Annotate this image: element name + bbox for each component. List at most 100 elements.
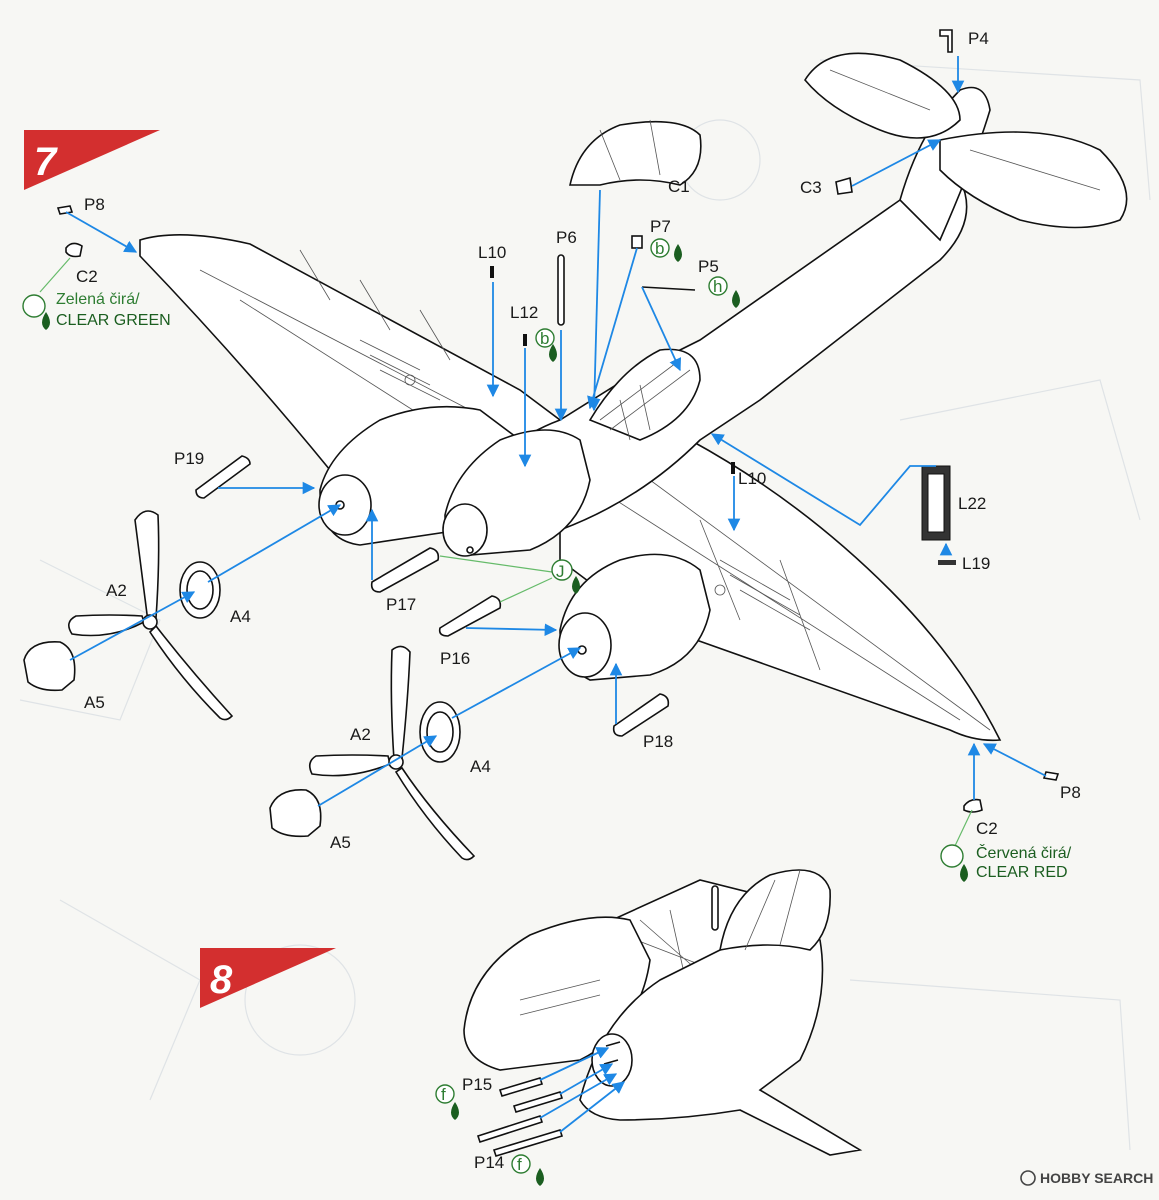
step-7-flag: 7: [24, 130, 160, 190]
label-l19: L19: [962, 554, 990, 573]
part-l10-right: L10: [731, 462, 766, 488]
part-l12: L12: [510, 303, 538, 346]
label-p16: P16: [440, 649, 470, 668]
part-c2-left: C2: [65, 242, 98, 286]
label-c1: C1: [668, 177, 690, 196]
paint-drop-icon: [451, 1102, 459, 1120]
paint-drop-icon: [732, 290, 740, 308]
svg-text:Zelená čirá/: Zelená čirá/: [56, 291, 140, 308]
paint-code-b1: b: [650, 238, 682, 262]
paint-code-circle-icon: [940, 844, 964, 868]
label-p18: P18: [643, 732, 673, 751]
right-wing: [559, 439, 1002, 742]
part-p18-exhaust: P18: [612, 693, 673, 751]
paint-code-circle-icon: [22, 294, 46, 318]
svg-text:f: f: [441, 1085, 446, 1104]
svg-text:b: b: [540, 329, 549, 348]
part-p16-exhaust: P16: [438, 595, 502, 668]
paint-drop-icon: [549, 344, 557, 362]
aircraft-step-7: [139, 52, 1128, 742]
part-p17-exhaust: P17: [370, 547, 440, 614]
part-c3: C3: [800, 176, 853, 197]
label-p5: P5: [698, 257, 719, 276]
paint-code-circle-icon: [708, 276, 728, 296]
label-l22: L22: [958, 494, 986, 513]
part-p6-mast: P6: [556, 228, 577, 326]
svg-text:J: J: [556, 562, 565, 581]
paint-code-j: J: [551, 559, 580, 594]
part-p8-left: P8: [56, 195, 105, 215]
label-a2-center: A2: [350, 725, 371, 744]
label-c3: C3: [800, 178, 822, 197]
part-l22-frame: L22: [921, 465, 986, 541]
paint-leader-lines: [39, 257, 973, 849]
svg-text:HOBBY SEARCH: HOBBY SEARCH: [1040, 1170, 1153, 1186]
paint-code-h: h: [708, 276, 740, 308]
label-p14: P14: [474, 1153, 504, 1172]
propeller-assembly-center: A2 A4 A5: [269, 645, 491, 861]
label-p8-top: P8: [84, 195, 105, 214]
paint-code-f2: f: [511, 1154, 544, 1186]
label-l10-right: L10: [738, 469, 766, 488]
part-p8-right: P8: [1042, 771, 1081, 802]
paint-code-circle-icon: [551, 559, 573, 581]
cockpit-opening: [588, 348, 701, 441]
label-l12: L12: [510, 303, 538, 322]
paint-drop-icon: [536, 1168, 544, 1186]
part-l10-top: L10: [478, 243, 506, 278]
paint-code-b2: b: [535, 328, 557, 362]
label-c2-left: C2: [76, 267, 98, 286]
label-a5-center: A5: [330, 833, 351, 852]
svg-text:Červená čirá/: Červená čirá/: [976, 843, 1072, 862]
propeller-assembly-left: A2 A4 A5: [23, 510, 251, 721]
part-p15-guns: P15: [462, 1075, 564, 1113]
part-l19: L19: [938, 554, 990, 573]
part-p19-exhaust: P19: [174, 449, 251, 499]
label-p15: P15: [462, 1075, 492, 1094]
label-p8-bottom: P8: [1060, 783, 1081, 802]
step-8-number: 8: [210, 958, 233, 1002]
step-8-flag: 8: [200, 948, 336, 1008]
paint-code-circle-icon: [650, 238, 670, 258]
paint-drop-icon: [960, 864, 968, 882]
part-c1-canopy: C1: [569, 119, 702, 196]
note-clear-red: Červená čirá/ CLEAR RED: [940, 843, 1072, 882]
paint-code-circle-icon: [435, 1084, 455, 1104]
label-a2-left: A2: [106, 581, 127, 600]
svg-text:h: h: [713, 277, 722, 296]
label-p4: P4: [968, 29, 989, 48]
svg-text:CLEAR RED: CLEAR RED: [976, 864, 1068, 881]
part-p5: P5: [641, 257, 719, 291]
part-c2-right: C2: [963, 798, 998, 838]
paint-drop-icon: [674, 244, 682, 262]
right-tailplane: [939, 131, 1128, 229]
svg-text:CLEAR GREEN: CLEAR GREEN: [56, 312, 171, 329]
svg-text:b: b: [655, 239, 664, 258]
paint-code-f1: f: [435, 1084, 459, 1120]
note-clear-green: Zelená čirá/ CLEAR GREEN: [22, 291, 171, 330]
part-p14-guns: P14: [474, 1114, 564, 1172]
step-7-number: 7: [34, 140, 58, 184]
label-a4-center: A4: [470, 757, 491, 776]
left-outer-spinner-mount: [318, 474, 372, 536]
paint-code-circle-icon: [535, 328, 555, 348]
paint-code-circle-icon: [511, 1154, 531, 1174]
label-l10-top: L10: [478, 243, 506, 262]
hobby-search-logo-icon: [1020, 1170, 1036, 1186]
left-tailplane: [804, 52, 961, 139]
paint-drop-icon: [42, 312, 50, 330]
label-p6: P6: [556, 228, 577, 247]
label-p7: P7: [650, 217, 671, 236]
watermark: HOBBY SEARCH: [1020, 1170, 1153, 1186]
label-c2-right: C2: [976, 819, 998, 838]
assembly-arrows-step-8: [539, 1047, 625, 1133]
aircraft-step-8: [463, 869, 863, 1156]
part-p4: P4: [939, 29, 989, 53]
label-a4-left: A4: [230, 607, 251, 626]
label-p17: P17: [386, 595, 416, 614]
paint-drop-icon: [572, 576, 580, 594]
label-p19: P19: [174, 449, 204, 468]
label-a5-left: A5: [84, 693, 105, 712]
svg-text:f: f: [517, 1155, 522, 1174]
